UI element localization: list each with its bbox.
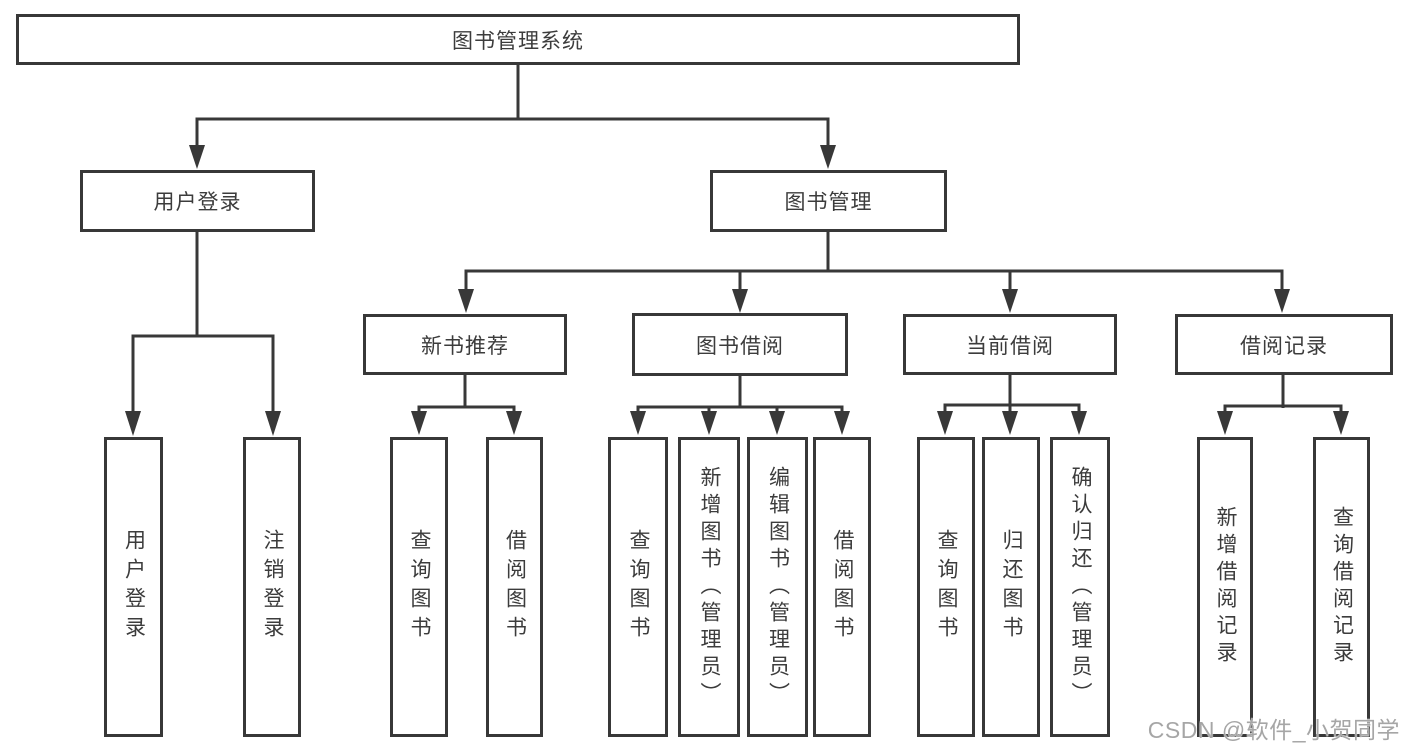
leaf-add-books-admin: 新增图书（管理员） bbox=[678, 437, 740, 737]
leaf-borrow-books-recommend: 借阅图书 bbox=[486, 437, 543, 737]
node-new-book-recommend-label: 新书推荐 bbox=[421, 334, 509, 358]
leaf-return-books-label: 归还图书 bbox=[1000, 529, 1023, 645]
leaf-edit-books-admin-label: 编辑图书（管理员） bbox=[766, 465, 790, 709]
leaf-user-login-label: 用户登录 bbox=[122, 529, 146, 645]
node-library-system-label: 图书管理系统 bbox=[452, 29, 584, 53]
leaf-user-login: 用户登录 bbox=[104, 437, 163, 737]
leaf-confirm-return-admin: 确认归还（管理员） bbox=[1050, 437, 1110, 737]
leaf-add-borrow-record: 新增借阅记录 bbox=[1197, 437, 1253, 737]
node-book-management: 图书管理 bbox=[710, 170, 947, 232]
watermark: CSDN @软件_小贺同学 bbox=[1147, 717, 1400, 743]
leaf-return-books: 归还图书 bbox=[982, 437, 1040, 737]
node-book-borrow: 图书借阅 bbox=[632, 313, 848, 376]
leaf-query-books-recommend: 查询图书 bbox=[390, 437, 448, 737]
leaf-logout-label: 注销登录 bbox=[261, 529, 284, 645]
leaf-query-books-recommend-label: 查询图书 bbox=[408, 529, 431, 645]
leaf-logout: 注销登录 bbox=[243, 437, 301, 737]
node-new-book-recommend: 新书推荐 bbox=[363, 314, 567, 375]
leaf-confirm-return-admin-label: 确认归还（管理员） bbox=[1069, 465, 1092, 709]
node-borrow-records-label: 借阅记录 bbox=[1240, 334, 1328, 358]
node-user-login-label: 用户登录 bbox=[153, 191, 242, 214]
leaf-query-books-borrow: 查询图书 bbox=[608, 437, 668, 737]
node-library-system: 图书管理系统 bbox=[16, 14, 1020, 65]
leaf-borrow-books-label: 借阅图书 bbox=[831, 529, 854, 645]
node-borrow-records: 借阅记录 bbox=[1175, 314, 1393, 375]
leaf-borrow-books-recommend-label: 借阅图书 bbox=[503, 529, 527, 645]
node-current-borrow-label: 当前借阅 bbox=[966, 334, 1054, 358]
leaf-query-books-current: 查询图书 bbox=[917, 437, 975, 737]
leaf-query-books-current-label: 查询图书 bbox=[935, 529, 958, 645]
leaf-add-borrow-record-label: 新增借阅记录 bbox=[1214, 506, 1237, 668]
leaf-add-books-admin-label: 新增图书（管理员） bbox=[698, 465, 721, 709]
leaf-query-books-borrow-label: 查询图书 bbox=[627, 529, 650, 645]
node-user-login: 用户登录 bbox=[80, 170, 315, 232]
node-book-management-label: 图书管理 bbox=[784, 191, 873, 214]
leaf-borrow-books: 借阅图书 bbox=[813, 437, 871, 737]
node-current-borrow: 当前借阅 bbox=[903, 314, 1117, 375]
node-book-borrow-label: 图书借阅 bbox=[696, 334, 784, 358]
leaf-query-borrow-record: 查询借阅记录 bbox=[1313, 437, 1370, 737]
leaf-edit-books-admin: 编辑图书（管理员） bbox=[747, 437, 808, 737]
leaf-query-borrow-record-label: 查询借阅记录 bbox=[1330, 506, 1354, 668]
